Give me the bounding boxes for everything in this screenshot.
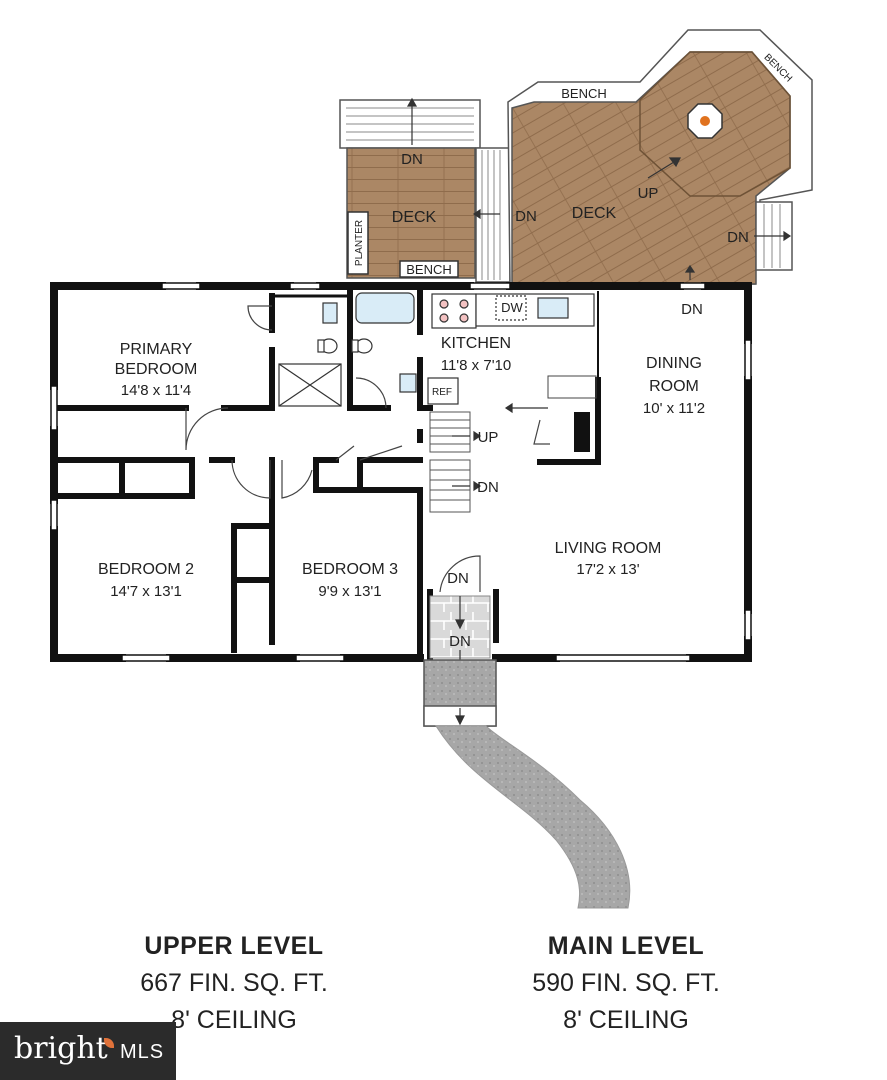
- walls: [50, 282, 752, 662]
- primary-bedroom-label-2: BEDROOM: [115, 361, 198, 378]
- bedroom3-dim: 9'9 x 13'1: [318, 583, 381, 600]
- deck-upper-platform: [639, 51, 791, 197]
- dining-label-2: ROOM: [649, 378, 699, 395]
- entry-dn-1: DN: [447, 570, 469, 587]
- primary-bedroom-dim: 14'8 x 11'4: [121, 382, 192, 399]
- bench-top-label: BENCH: [561, 86, 607, 101]
- bench-left: [399, 260, 459, 278]
- bright-mls-logo: bright MLS: [0, 1022, 176, 1080]
- leaf-icon: [104, 1038, 114, 1048]
- sink-icon: [399, 373, 417, 393]
- dining-dim: 10' x 11'2: [643, 400, 705, 417]
- upper-level-area: 667 FIN. SQ. FT.: [140, 969, 328, 997]
- interior-dn: DN: [477, 479, 499, 496]
- planter-label: PLANTER: [354, 220, 365, 266]
- doors: [185, 305, 550, 593]
- dining-label-1: DINING: [646, 355, 702, 372]
- deck-left-dn: DN: [401, 151, 423, 168]
- main-level-area: 590 FIN. SQ. FT.: [532, 969, 720, 997]
- kitchen-dim: 11'8 x 7'10: [441, 357, 512, 374]
- refrigerator: [427, 377, 459, 405]
- planter: [347, 211, 369, 275]
- kitchen-label: KITCHEN: [441, 335, 511, 352]
- fireplace: [574, 412, 590, 452]
- fire-icon: [700, 116, 710, 126]
- house-floor: [54, 286, 746, 658]
- sink-icon: [322, 302, 338, 324]
- kitchen-counter: [547, 375, 597, 399]
- deck-walkway: [475, 147, 511, 283]
- deck-left-label: DECK: [392, 209, 437, 226]
- deck-right-dn: DN: [727, 229, 749, 246]
- upper-level-ceiling: 8' CEILING: [171, 1006, 297, 1034]
- logo-word: bright: [14, 1031, 108, 1066]
- fixtures: [278, 292, 595, 407]
- level-summary: UPPER LEVEL 667 FIN. SQ. FT. 8' CEILING …: [0, 932, 887, 1042]
- deck-up: UP: [638, 185, 659, 202]
- dining-dn: DN: [681, 301, 703, 318]
- interior-stairs: [429, 411, 471, 513]
- interior-up: UP: [478, 429, 499, 446]
- logo-suffix: MLS: [120, 1041, 165, 1063]
- bathtub: [355, 292, 415, 324]
- dw-label: DW: [501, 300, 523, 315]
- bench-left-label: BENCH: [406, 262, 452, 277]
- upper-level-summary: UPPER LEVEL 667 FIN. SQ. FT. 8' CEILING: [84, 932, 384, 1035]
- living-room-dim: 17'2 x 13': [576, 561, 639, 578]
- bedroom2-dim: 14'7 x 13'1: [110, 583, 182, 600]
- deck-area: [339, 29, 813, 285]
- main-level-title: MAIN LEVEL: [547, 932, 705, 960]
- kitchen-sink-icon: [537, 297, 569, 319]
- deck-right-label: DECK: [572, 205, 617, 222]
- main-level-ceiling: 8' CEILING: [563, 1006, 689, 1034]
- living-room-label: LIVING ROOM: [555, 540, 662, 557]
- bedroom3-label: BEDROOM 3: [302, 561, 398, 578]
- walkway: [435, 725, 631, 909]
- upper-level-title: UPPER LEVEL: [144, 932, 324, 960]
- deck-mid-dn: DN: [515, 208, 537, 225]
- ref-label: REF: [432, 387, 452, 398]
- entry-dn-2: DN: [449, 633, 471, 650]
- bedroom2-label: BEDROOM 2: [98, 561, 194, 578]
- primary-bedroom-label-1: PRIMARY: [120, 341, 193, 358]
- main-level-summary: MAIN LEVEL 590 FIN. SQ. FT. 8' CEILING: [476, 932, 776, 1035]
- stove-icon: [431, 293, 477, 329]
